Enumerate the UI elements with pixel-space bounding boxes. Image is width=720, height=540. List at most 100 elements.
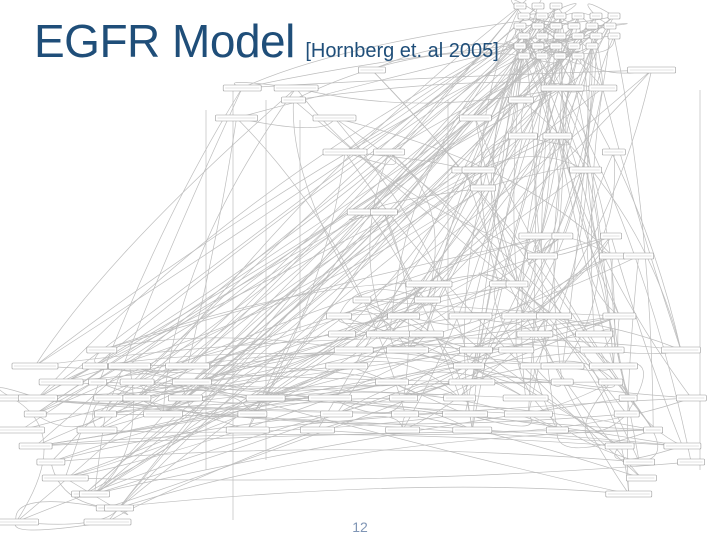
network-node [553,52,567,60]
network-node [567,42,581,50]
network-node [165,362,210,370]
network-node [373,148,405,156]
network-edge [464,135,524,415]
network-edge [252,25,521,415]
network-edge [105,397,404,415]
network-edge [187,117,237,367]
network-edge [587,3,615,17]
network-node [168,394,203,402]
network-edge [94,25,575,495]
network-node [448,378,496,386]
network-node [104,504,134,512]
network-edge [107,211,385,523]
network-node [38,378,84,386]
network-edge [475,5,557,119]
network-node [571,32,585,40]
network-node [358,66,386,74]
network-edge [50,413,337,463]
network-node [571,52,585,60]
network-edge [34,337,681,367]
network-edge [513,35,525,285]
network-node [459,346,493,354]
network-node [273,84,319,92]
network-node [540,84,585,92]
network-node [627,66,676,74]
network-edge [590,87,604,335]
network-edge [97,381,683,447]
network-edge [428,35,597,285]
page-number: 12 [352,519,368,535]
network-edge [118,429,654,509]
network-node [589,32,603,40]
network-node [11,362,59,370]
network-edge [383,211,410,399]
network-edge [34,413,106,428]
network-node [237,410,268,418]
network-edge [65,477,129,516]
network-node [389,394,418,402]
network-edge [136,5,521,399]
network-edge [556,429,654,449]
network-edge [465,413,532,427]
network-node [623,458,656,466]
network-edge [34,117,476,415]
network-node [325,362,369,370]
network-node [661,346,701,354]
network-edge [369,151,391,335]
network-edge [611,255,629,399]
network-node [531,22,545,30]
network-node [575,330,614,338]
network-node [300,426,335,434]
network-node [613,410,640,418]
network-node [245,394,286,402]
network-edge [470,35,525,317]
network-node [618,394,638,402]
network-node [385,426,421,434]
network-node [513,42,527,50]
network-node [18,442,53,450]
network-edge [388,151,436,301]
network-node [585,22,599,30]
network-node [108,362,151,370]
network-node [569,166,603,174]
network-edge [108,397,153,408]
network-edge [65,397,331,479]
network-edge [523,35,536,415]
network-edge [92,381,138,431]
network-node [589,362,638,370]
network-node [122,394,152,402]
network-edge [34,55,525,367]
network-edge [537,45,692,399]
network-edge [94,15,579,367]
network-edge [534,255,613,335]
network-edge [553,35,597,383]
network-edge [427,299,620,447]
network-edge [65,235,563,479]
network-edge [521,151,615,317]
network-node [579,346,625,354]
network-edge [591,45,682,351]
network-edge [64,87,243,479]
network-edge [15,501,106,523]
network-edge [105,486,629,509]
network-node [119,378,155,386]
network-node [535,32,549,40]
network-edge [34,87,297,367]
slide-title: EGFR Model [Hornberg et. al 2005] [34,14,499,68]
network-node [601,148,626,156]
network-node [623,252,654,260]
network-edge [185,117,476,399]
network-node [333,346,374,354]
network-node [409,330,444,338]
network-edge [336,362,535,415]
network-node [328,330,356,338]
network-node [600,232,622,240]
network-node [308,394,353,402]
network-node [143,410,183,418]
network-edge [407,349,692,399]
network-edge [118,283,430,509]
network-node [448,312,493,320]
network-edge [35,15,561,447]
network-node [222,84,262,92]
